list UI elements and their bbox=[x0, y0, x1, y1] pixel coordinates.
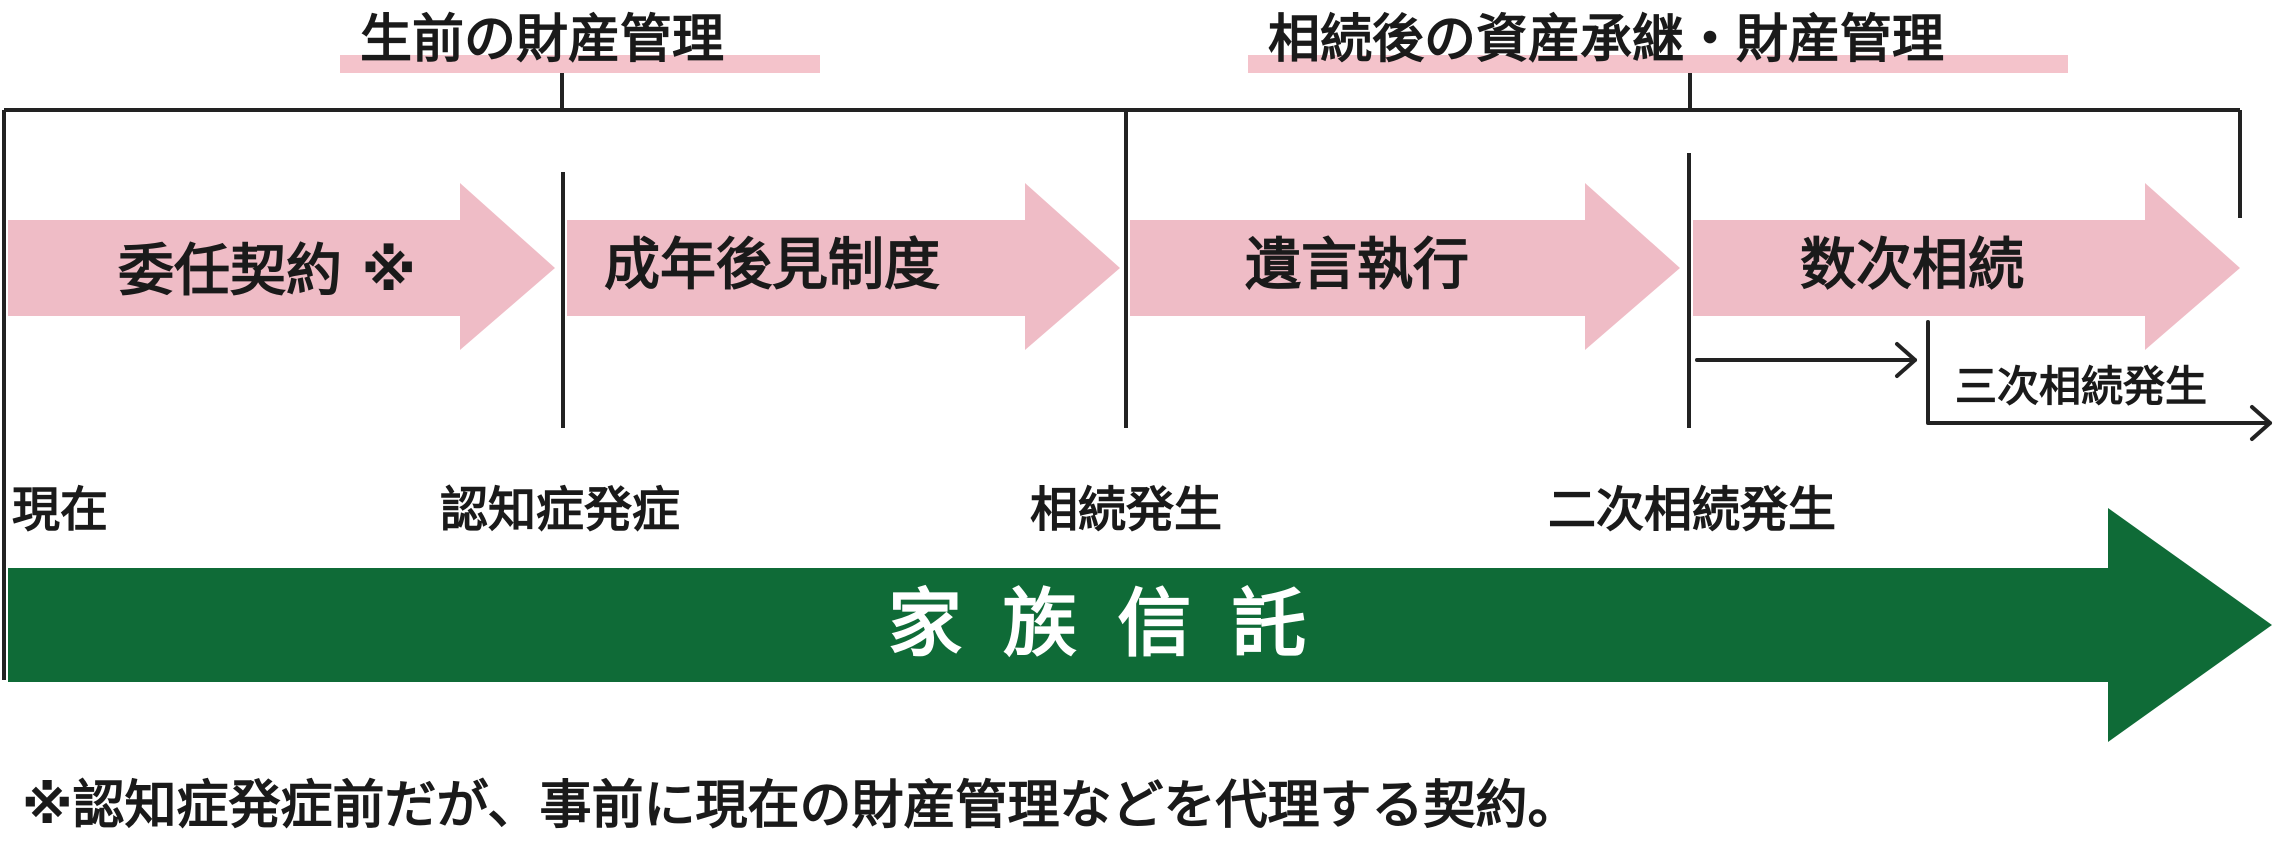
heading-highlight-right bbox=[1248, 55, 2068, 73]
heading-pre-death-asset-management: 生前の財産管理 bbox=[360, 10, 725, 70]
phase-label-guardianship: 成年後見制度 bbox=[604, 233, 940, 298]
phase-arrow-guardianship bbox=[567, 183, 1120, 350]
heading-post-inheritance-management: 相続後の資産承継・財産管理 bbox=[1268, 10, 1945, 70]
milestone-present: 現在 bbox=[12, 482, 109, 538]
footnote: ※認知症発症前だが、事前に現在の財産管理などを代理する契約。 bbox=[22, 776, 1580, 836]
phase-arrow-entrustment bbox=[8, 183, 555, 350]
family-trust-label: 家族信託 bbox=[888, 581, 1347, 667]
family-trust-arrow bbox=[8, 508, 2272, 742]
milestone-second-inheritance: 二次相続発生 bbox=[1548, 482, 1837, 538]
period-bracket bbox=[2, 72, 2242, 680]
phase-label-will-execution: 遺言執行 bbox=[1245, 233, 1469, 298]
milestone-inheritance: 相続発生 bbox=[1030, 482, 1223, 538]
phase-label-successive-inheritance: 数次相続 bbox=[1800, 233, 2024, 298]
phase-label-entrustment: 委任契約 ※ bbox=[118, 239, 416, 304]
heading-highlight-left bbox=[340, 55, 820, 73]
sub-arrows bbox=[1695, 320, 2272, 441]
milestone-dementia-onset: 認知症発症 bbox=[440, 482, 681, 538]
phase-dividers bbox=[561, 110, 1691, 428]
phase-arrow-will-execution bbox=[1130, 183, 1680, 350]
phase-arrow-successive-inheritance bbox=[1693, 183, 2240, 350]
third-inheritance-label: 三次相続発生 bbox=[1955, 362, 2208, 411]
